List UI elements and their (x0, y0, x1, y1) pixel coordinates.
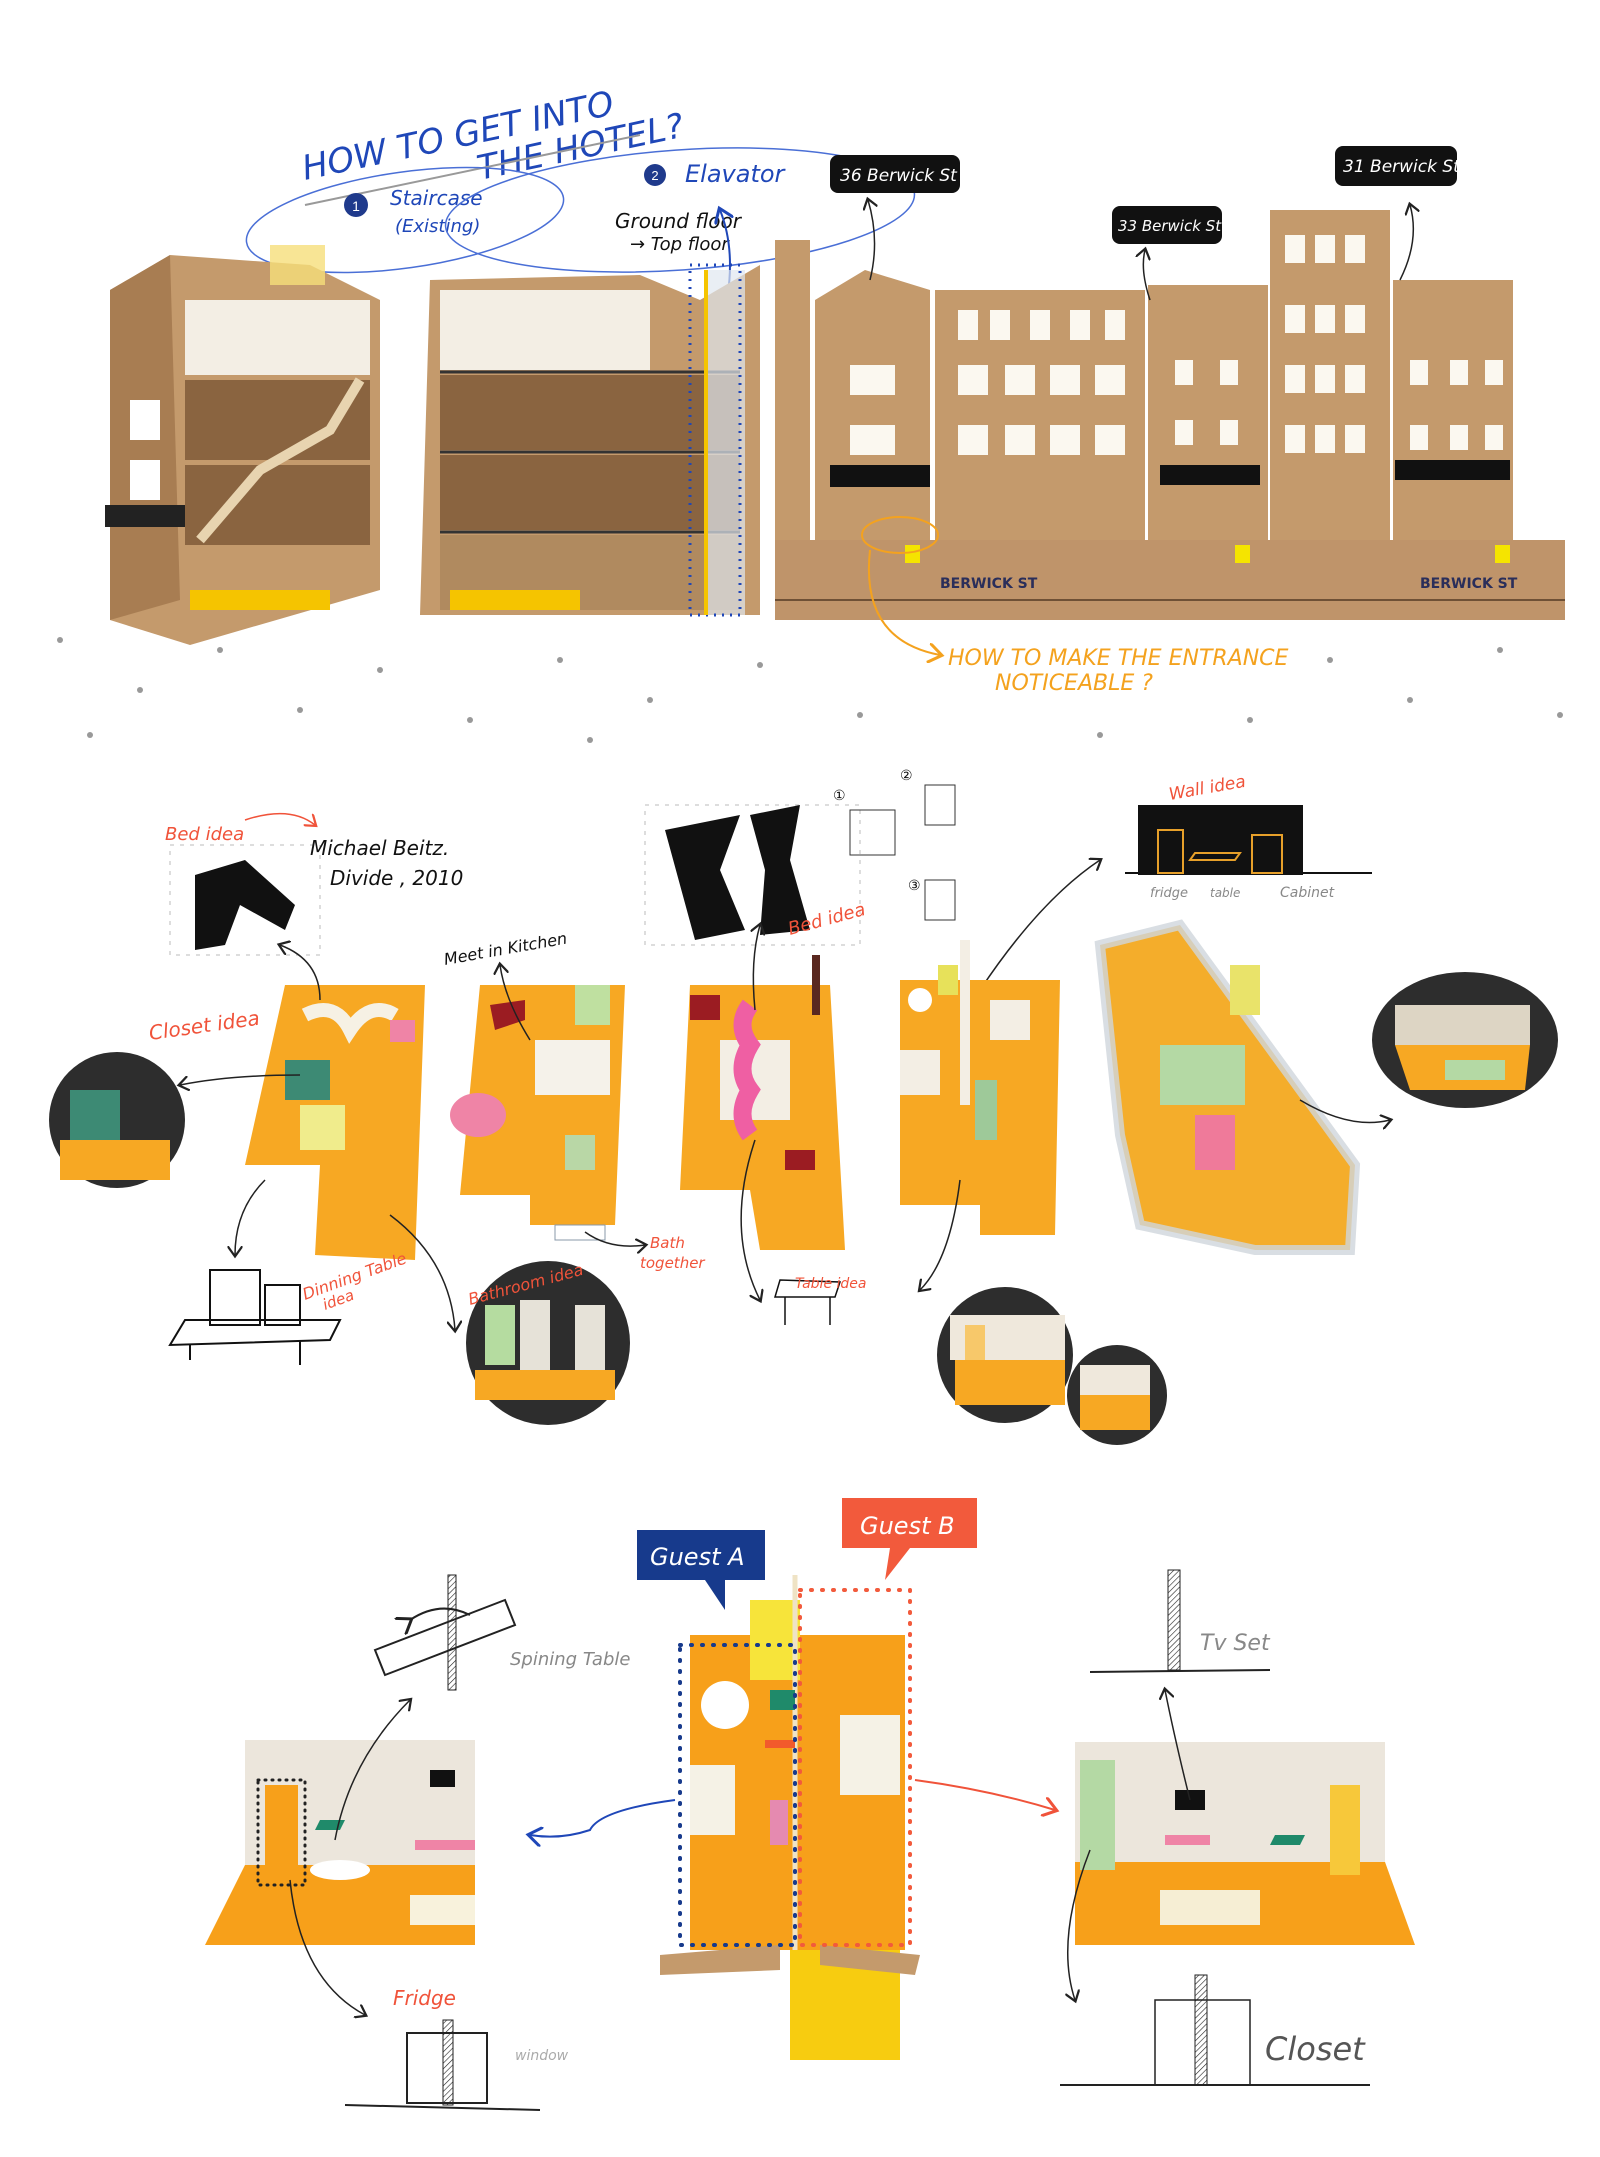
wall-part-table: table (1210, 886, 1240, 900)
tv-set-label: Tv Set (1200, 1631, 1271, 1656)
guest-b-label: Guest B (860, 1512, 955, 1540)
plan-model-3 (680, 955, 845, 1250)
table-idea-sketch (773, 1279, 842, 1325)
guest-a-room-model (205, 1740, 475, 1945)
badge-number: 2 (651, 168, 658, 183)
bottom-arrows (289, 1690, 1191, 2015)
bed-idea-label-1: Bed idea (165, 824, 244, 845)
closet-label: Closet (1265, 2030, 1366, 2068)
fridge-sketch: Fridge window (344, 1986, 569, 2111)
address-tags: 36 Berwick St 33 Berwick St 31 Berwick S… (830, 146, 1461, 301)
meet-kitchen-label: Meet in Kitchen (442, 929, 568, 969)
detail-circles (49, 972, 1558, 1445)
badge-number: 1 (352, 198, 360, 214)
fridge-label: Fridge (393, 1986, 456, 2010)
closet-idea-label: Closet idea (147, 1006, 261, 1045)
window-label: window (515, 2048, 569, 2064)
divide-bed-shape (195, 860, 295, 950)
bath-together-1: Bath (650, 1234, 685, 1252)
berwick-street-model: BERWICK ST BERWICK ST (775, 210, 1565, 620)
central-plan-model (660, 1575, 920, 2060)
entrance-question: HOW TO MAKE THE ENTRANCE NOTICEABLE ? (861, 516, 1289, 696)
dot-pattern (57, 637, 1563, 743)
wall-idea-label: Wall idea (1167, 772, 1247, 805)
bed-idea-reference: Bed idea Michael Beitz. Divide , 2010 Me… (165, 812, 568, 969)
elevator-sub-2: → Top floor (630, 234, 730, 255)
spining-table-label: Spining Table (510, 1649, 630, 1670)
staircase-sub: (Existing) (395, 216, 480, 237)
wall-part-cabinet: Cabinet (1280, 885, 1335, 901)
dining-table-sketch (168, 1269, 342, 1365)
step-1: ① (833, 789, 846, 804)
street-label-2: BERWICK ST (1420, 576, 1518, 592)
plan-model-4 (900, 940, 1060, 1235)
entrance-question-line-1: HOW TO MAKE THE ENTRANCE (948, 646, 1289, 671)
plan-model-glass-box (1094, 919, 1361, 1255)
spining-table-sketch: Spining Table (373, 1574, 630, 1691)
reference-artist: Michael Beitz. (310, 836, 449, 860)
guest-tags: Guest A Guest B (637, 1498, 977, 1610)
reference-work: Divide , 2010 (330, 866, 463, 890)
elevator-label: Elavator (685, 160, 787, 188)
wall-idea-sketch: Wall idea fridge table Cabinet (979, 772, 1372, 991)
staircase-section-model (105, 245, 380, 645)
number-badge-1 (344, 193, 368, 217)
bath-together-2: together (640, 1254, 705, 1272)
table-idea-label: Table idea (795, 1276, 866, 1292)
staircase-option: 1 Staircase (Existing) (245, 166, 565, 274)
closet-sketch: Closet (1060, 1974, 1370, 2086)
hotel-entry-title: HOW TO GET INTO THE HOTEL? (299, 84, 687, 206)
step-3: ③ (908, 879, 921, 894)
step-2: ② (900, 769, 913, 784)
plan-model-2: Bath together (450, 985, 705, 1272)
tv-set-sketch: Tv Set (1089, 1569, 1271, 1673)
address-33: 33 Berwick St (1118, 217, 1222, 235)
elevator-option: 2 Elavator Ground floor → Top floor (444, 147, 916, 331)
entrance-question-line-2: NOTICEABLE ? (995, 671, 1153, 696)
elevator-section-model (420, 263, 760, 617)
guest-a-label: Guest A (650, 1543, 745, 1571)
number-badge-2 (644, 164, 666, 186)
street-label-1: BERWICK ST (940, 576, 1038, 592)
wall-part-fridge: fridge (1150, 886, 1188, 901)
bed-idea-2: Bed idea ① ② ③ (644, 769, 956, 946)
plan-model-1 (245, 985, 425, 1260)
address-31: 31 Berwick St (1343, 157, 1461, 177)
guest-b-room-model (1075, 1742, 1415, 1945)
address-36: 36 Berwick St (840, 166, 958, 186)
